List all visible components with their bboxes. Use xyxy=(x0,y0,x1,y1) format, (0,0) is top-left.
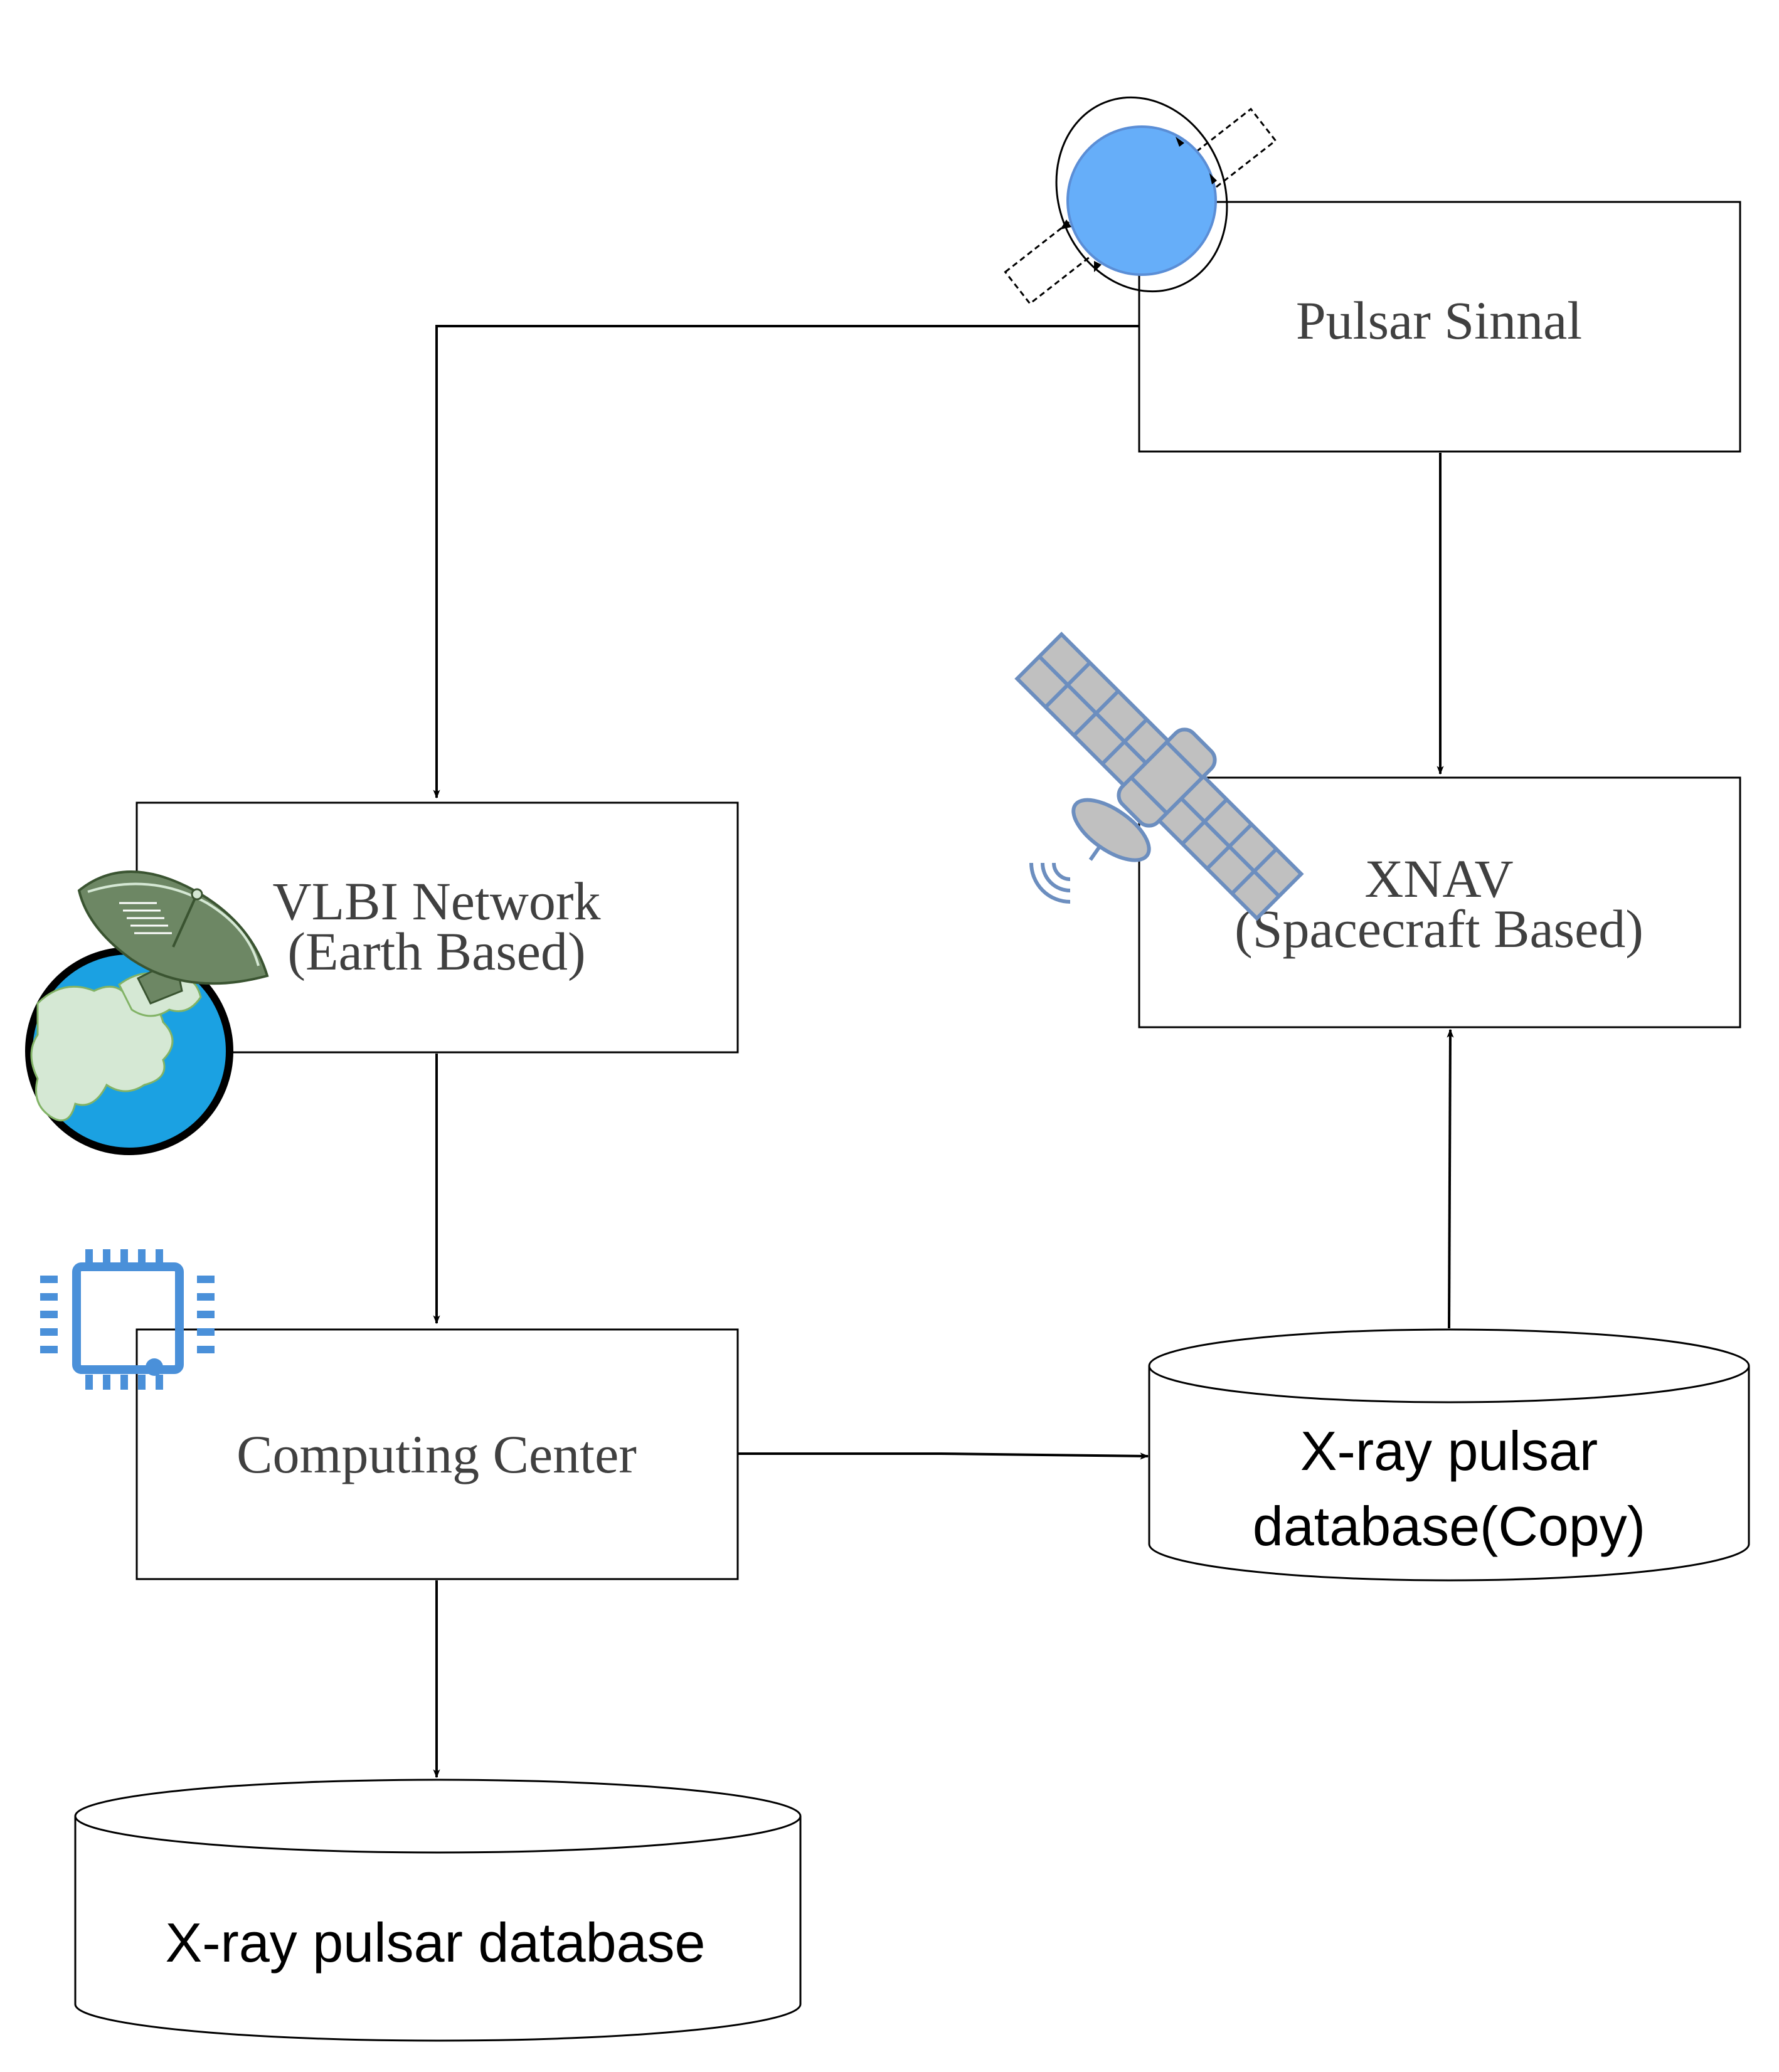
database-cylinder-top xyxy=(74,1779,802,1854)
connector-computing-to-database-copy xyxy=(738,1452,1149,1460)
vlbi-label-line2: (Earth Based) xyxy=(287,921,585,981)
computing-center-node: Computing Center xyxy=(135,1328,739,1580)
computing-center-box xyxy=(135,1328,739,1580)
satellite-icon xyxy=(1014,632,1304,921)
xnav-label-line1: XNAV xyxy=(1364,848,1513,909)
processor-chip-icon xyxy=(40,1249,215,1390)
vlbi-label-line1: VLBI Network xyxy=(272,871,600,931)
database-copy-cylinder-top xyxy=(1148,1328,1750,1403)
earth-radio-telescope-icon xyxy=(25,870,269,1155)
computing-center-label: Computing Center xyxy=(236,1424,637,1484)
connector-pulsar-to-vlbi xyxy=(433,325,1139,799)
xnav-node: XNAV (Spacecraft Based) xyxy=(1138,776,1741,1028)
connectors xyxy=(433,325,1454,1779)
database-copy-cylinder-body xyxy=(1148,1366,1750,1582)
pulsar-signal-label: Pulsar Sinnal xyxy=(1296,290,1582,351)
database-copy-node: X-ray pulsar database(Copy) xyxy=(1148,1328,1750,1582)
xnav-label-line2: (Spacecraft Based) xyxy=(1235,899,1644,959)
database-label: X-ray pulsar database xyxy=(166,1911,706,1974)
database-cylinder-body xyxy=(74,1816,802,2042)
database-copy-label-line1: X-ray pulsar xyxy=(1300,1420,1598,1482)
database-node: X-ray pulsar database xyxy=(74,1779,802,2042)
pulsar-star-icon xyxy=(1004,96,1277,305)
connector-database-copy-to-xnav xyxy=(1447,1028,1454,1329)
pulsar-signal-node: Pulsar Sinnal xyxy=(1138,201,1741,453)
database-copy-label-line2: database(Copy) xyxy=(1253,1495,1645,1557)
pulsar-signal-box xyxy=(1138,201,1741,453)
